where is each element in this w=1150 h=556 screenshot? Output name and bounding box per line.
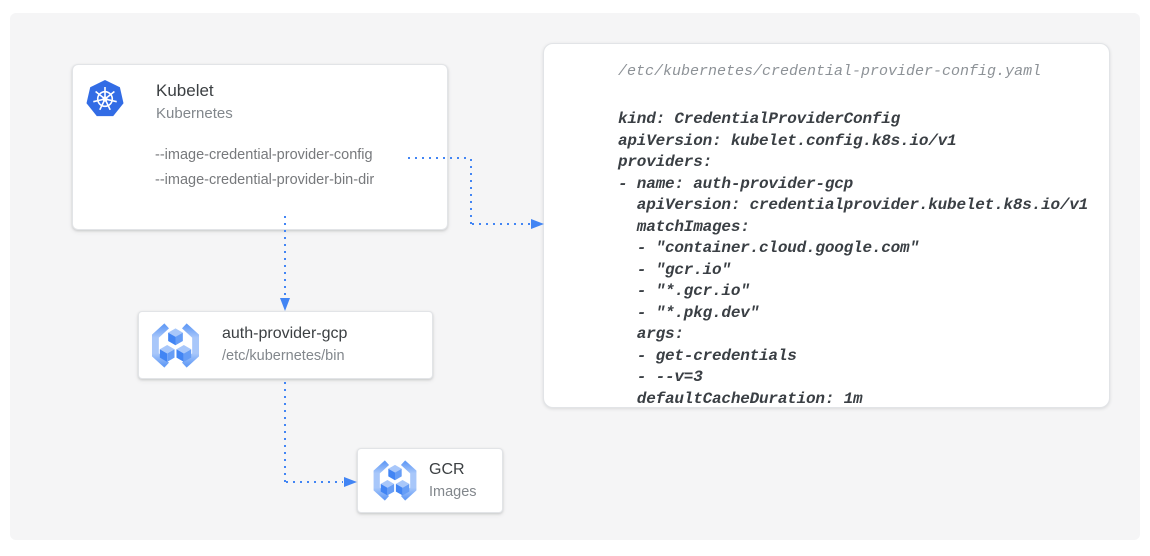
auth-provider-gcp-title: auth-provider-gcp (222, 325, 348, 342)
config-file-path: /etc/kubernetes/credential-provider-conf… (618, 63, 1042, 80)
kubelet-card-header: Kubelet Kubernetes (156, 80, 233, 123)
gcr-subtitle: Images (429, 484, 477, 500)
auth-provider-gcp-subtitle: /etc/kubernetes/bin (222, 348, 345, 364)
kubelet-flags: --image-credential-provider-config --ima… (155, 143, 374, 193)
flag-image-credential-provider-bin-dir: --image-credential-provider-bin-dir (155, 172, 375, 188)
gcr-card: GCR Images (357, 448, 503, 513)
config-yaml-code: kind: CredentialProviderConfig apiVersio… (618, 110, 1089, 408)
arrow-auth-to-gcr-head (344, 477, 357, 487)
config-yaml-panel: /etc/kubernetes/credential-provider-conf… (543, 43, 1110, 408)
kubelet-card: Kubelet Kubernetes --image-credential-pr… (72, 64, 448, 230)
arrow-config-to-panel-segment-3 (472, 223, 530, 225)
flag-image-credential-provider-config: --image-credential-provider-config (155, 147, 373, 163)
auth-provider-gcp-card: auth-provider-gcp /etc/kubernetes/bin (138, 311, 433, 379)
kubernetes-icon (86, 80, 124, 117)
arrow-config-to-panel-head (531, 219, 544, 229)
gcr-icon (373, 460, 417, 501)
gcr-icon (151, 323, 200, 368)
arrow-config-to-panel-segment-2 (470, 159, 472, 224)
arrow-auth-to-gcr-segment-2 (286, 481, 343, 483)
kubelet-subtitle: Kubernetes (156, 105, 233, 122)
arrow-kubelet-to-auth-head (280, 298, 290, 311)
kubelet-title: Kubelet (156, 81, 214, 100)
auth-provider-gcp-header: auth-provider-gcp /etc/kubernetes/bin (222, 324, 347, 365)
arrow-kubelet-to-auth-segment (284, 216, 286, 298)
arrow-config-to-panel-segment-1 (408, 157, 470, 159)
gcr-header: GCR Images (429, 460, 477, 501)
gcr-title: GCR (429, 461, 465, 478)
arrow-auth-to-gcr-segment-1 (284, 382, 286, 482)
